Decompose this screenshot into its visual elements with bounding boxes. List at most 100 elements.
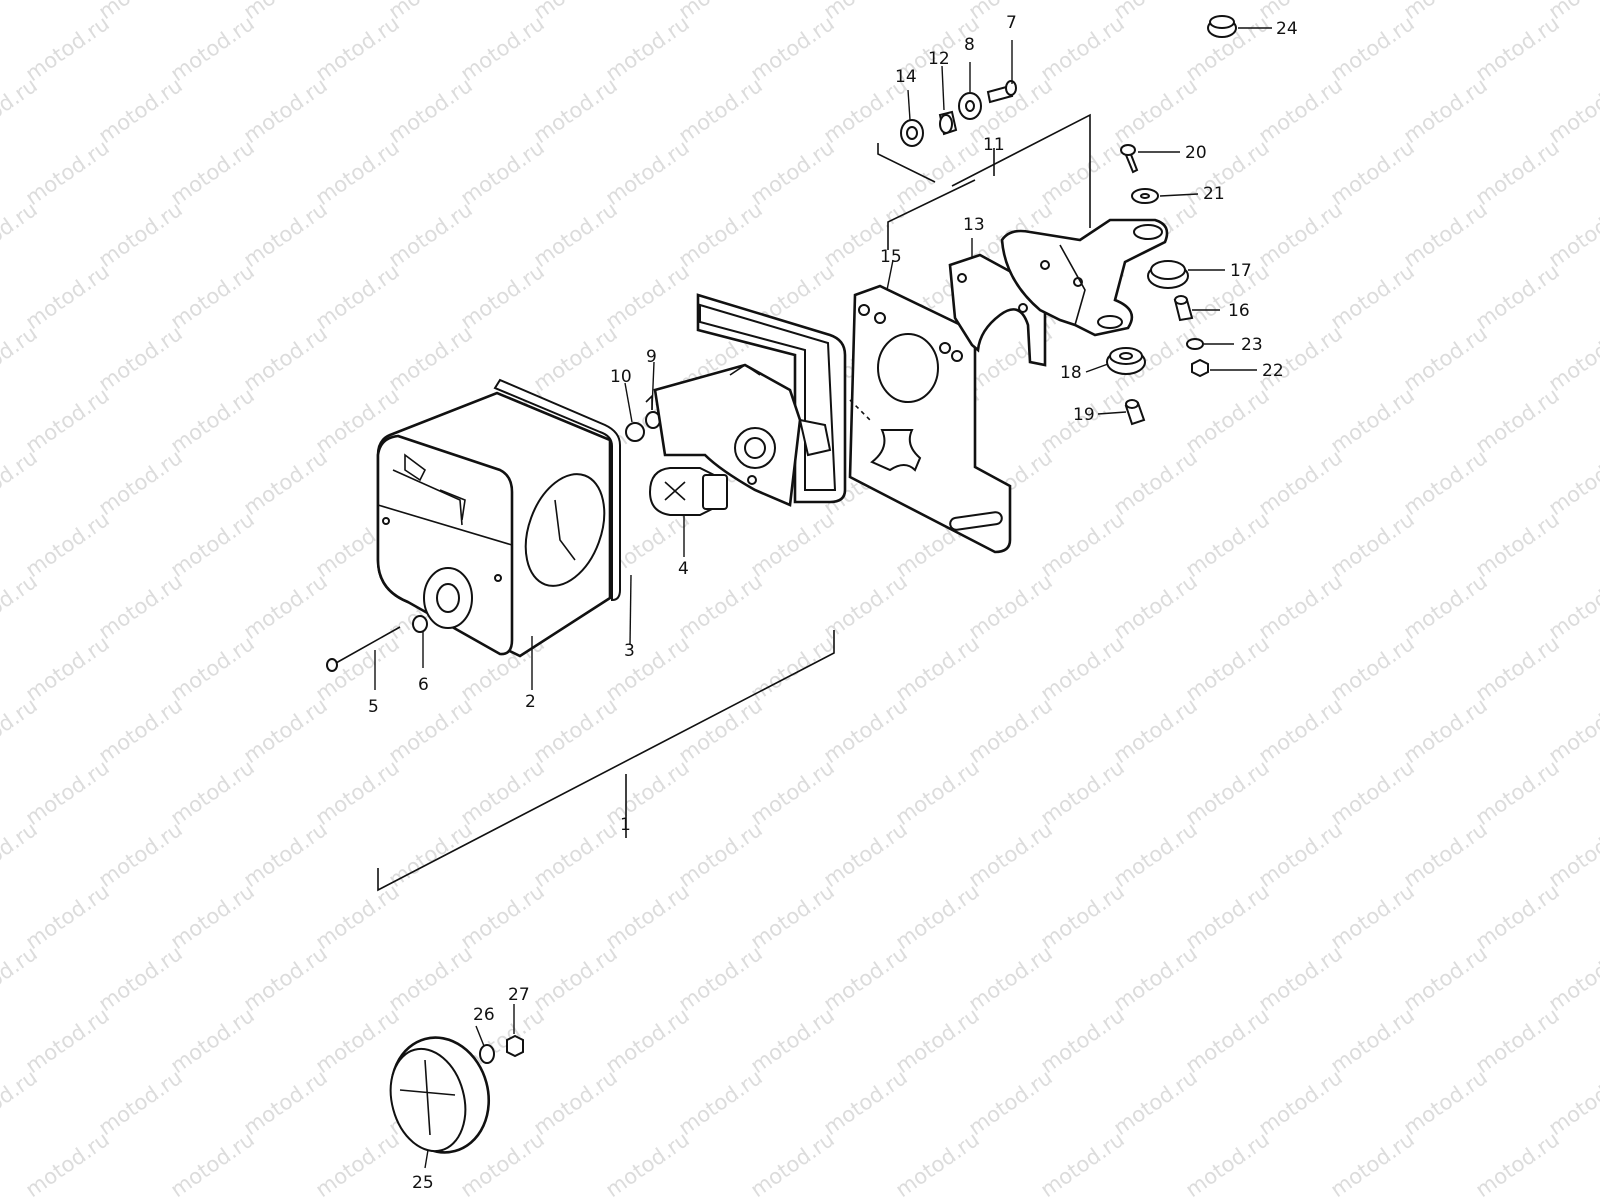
- watermark-text: motod.ru: [0, 321, 42, 396]
- base-plate: [848, 284, 1012, 554]
- callout-26: 26: [473, 1005, 495, 1025]
- watermark-text: motod.ru: [456, 11, 549, 86]
- watermark-text: motod.ru: [384, 321, 477, 396]
- watermark-text: motod.ru: [384, 197, 477, 272]
- bulb: [648, 467, 728, 516]
- watermark-text: motod.ru: [166, 631, 259, 706]
- watermark-text: motod.ru: [529, 941, 622, 1016]
- watermark-text: motod.ru: [1254, 197, 1347, 272]
- screw-5: [326, 626, 401, 672]
- watermark-text: motod.ru: [21, 879, 114, 954]
- watermark-text: motod.ru: [1181, 383, 1274, 458]
- watermark-text: motod.ru: [239, 0, 332, 24]
- watermark-text: motod.ru: [964, 569, 1057, 644]
- watermark-text: motod.ru: [239, 569, 332, 644]
- callout-22: 22: [1262, 361, 1284, 381]
- nut-27: [506, 1034, 524, 1058]
- watermark-text: motod.ru: [1254, 941, 1347, 1016]
- watermark-text: motod.ru: [1326, 755, 1419, 830]
- round-reflector: [389, 1036, 491, 1154]
- watermark-text: motod.ru: [94, 693, 187, 768]
- watermark-text: motod.ru: [384, 693, 477, 768]
- watermark-text: motod.ru: [964, 693, 1057, 768]
- washer-21: [1131, 188, 1159, 204]
- watermark-text: motod.ru: [0, 693, 42, 768]
- callout-2: 2: [525, 692, 536, 712]
- watermark-text: motod.ru: [1399, 569, 1492, 644]
- watermark-text: motod.ru: [601, 11, 694, 86]
- watermark-text: motod.ru: [601, 259, 694, 334]
- callout-16: 16: [1228, 301, 1250, 321]
- watermark-text: motod.ru: [746, 507, 839, 582]
- watermark-text: motod.ru: [94, 569, 187, 644]
- callout-8: 8: [964, 35, 975, 55]
- lamp-housing: [376, 391, 612, 658]
- watermark-text: motod.ru: [1254, 693, 1347, 768]
- watermark-text: motod.ru: [1544, 445, 1600, 520]
- watermark-text: motod.ru: [456, 259, 549, 334]
- watermark-text: motod.ru: [21, 755, 114, 830]
- sleeve-19: [1124, 399, 1146, 426]
- watermark-text: motod.ru: [1036, 135, 1129, 210]
- watermark-text: motod.ru: [311, 1127, 404, 1200]
- watermark-text: motod.ru: [529, 693, 622, 768]
- watermark-text: motod.ru: [529, 197, 622, 272]
- watermark-text: motod.ru: [1399, 817, 1492, 892]
- callout-6: 6: [418, 675, 429, 695]
- watermark-text: motod.ru: [239, 693, 332, 768]
- callout-19: 19: [1073, 405, 1095, 425]
- watermark-text: motod.ru: [239, 817, 332, 892]
- watermark-text: motod.ru: [1544, 1065, 1600, 1140]
- callout-27: 27: [508, 985, 530, 1005]
- watermark-text: motod.ru: [94, 1065, 187, 1140]
- watermark-text: motod.ru: [21, 11, 114, 86]
- watermark-text: motod.ru: [1399, 0, 1492, 24]
- watermark-text: motod.ru: [311, 879, 404, 954]
- bolt-20: [1120, 144, 1139, 174]
- watermark-text: motod.ru: [1326, 383, 1419, 458]
- assembly-bracket: [377, 630, 835, 892]
- watermark-text: motod.ru: [1181, 507, 1274, 582]
- watermark-text: motod.ru: [0, 817, 42, 892]
- socket-plate: [653, 293, 847, 507]
- watermark-text: motod.ru: [21, 631, 114, 706]
- watermark-text: motod.ru: [21, 1127, 114, 1200]
- watermark-text: motod.ru: [239, 73, 332, 148]
- watermark-text: motod.ru: [819, 693, 912, 768]
- callout-25: 25: [412, 1173, 434, 1193]
- watermark-text: motod.ru: [311, 259, 404, 334]
- washer-6: [412, 615, 428, 633]
- watermark-text: motod.ru: [1326, 879, 1419, 954]
- watermark-text: motod.ru: [746, 879, 839, 954]
- watermark-text: motod.ru: [1471, 879, 1564, 954]
- watermark-text: motod.ru: [1471, 755, 1564, 830]
- watermark-text: motod.ru: [1036, 631, 1129, 706]
- watermark-text: motod.ru: [0, 0, 42, 24]
- watermark-text: motod.ru: [384, 941, 477, 1016]
- watermark-text: motod.ru: [1181, 631, 1274, 706]
- watermark-text: motod.ru: [1181, 1127, 1274, 1200]
- watermark-text: motod.ru: [674, 1065, 767, 1140]
- watermark-text: motod.ru: [0, 445, 42, 520]
- watermark-text: motod.ru: [1399, 1065, 1492, 1140]
- watermark-text: motod.ru: [0, 941, 42, 1016]
- watermark-text: motod.ru: [384, 817, 477, 892]
- watermark-text: motod.ru: [1036, 507, 1129, 582]
- watermark-text: motod.ru: [239, 941, 332, 1016]
- grommet-24: [1207, 15, 1237, 38]
- watermark-text: motod.ru: [166, 383, 259, 458]
- watermark-text: motod.ru: [746, 1127, 839, 1200]
- watermark-text: motod.ru: [674, 197, 767, 272]
- watermark-text: motod.ru: [1544, 197, 1600, 272]
- watermark-text: motod.ru: [1399, 445, 1492, 520]
- watermark-text: motod.ru: [1036, 1127, 1129, 1200]
- watermark-text: motod.ru: [0, 1065, 42, 1140]
- watermark-text: motod.ru: [1254, 73, 1347, 148]
- watermark-text: motod.ru: [1399, 693, 1492, 768]
- washer-26: [479, 1044, 495, 1064]
- watermark-text: motod.ru: [1471, 383, 1564, 458]
- callout-5: 5: [368, 697, 379, 717]
- spacer-12: [938, 110, 958, 136]
